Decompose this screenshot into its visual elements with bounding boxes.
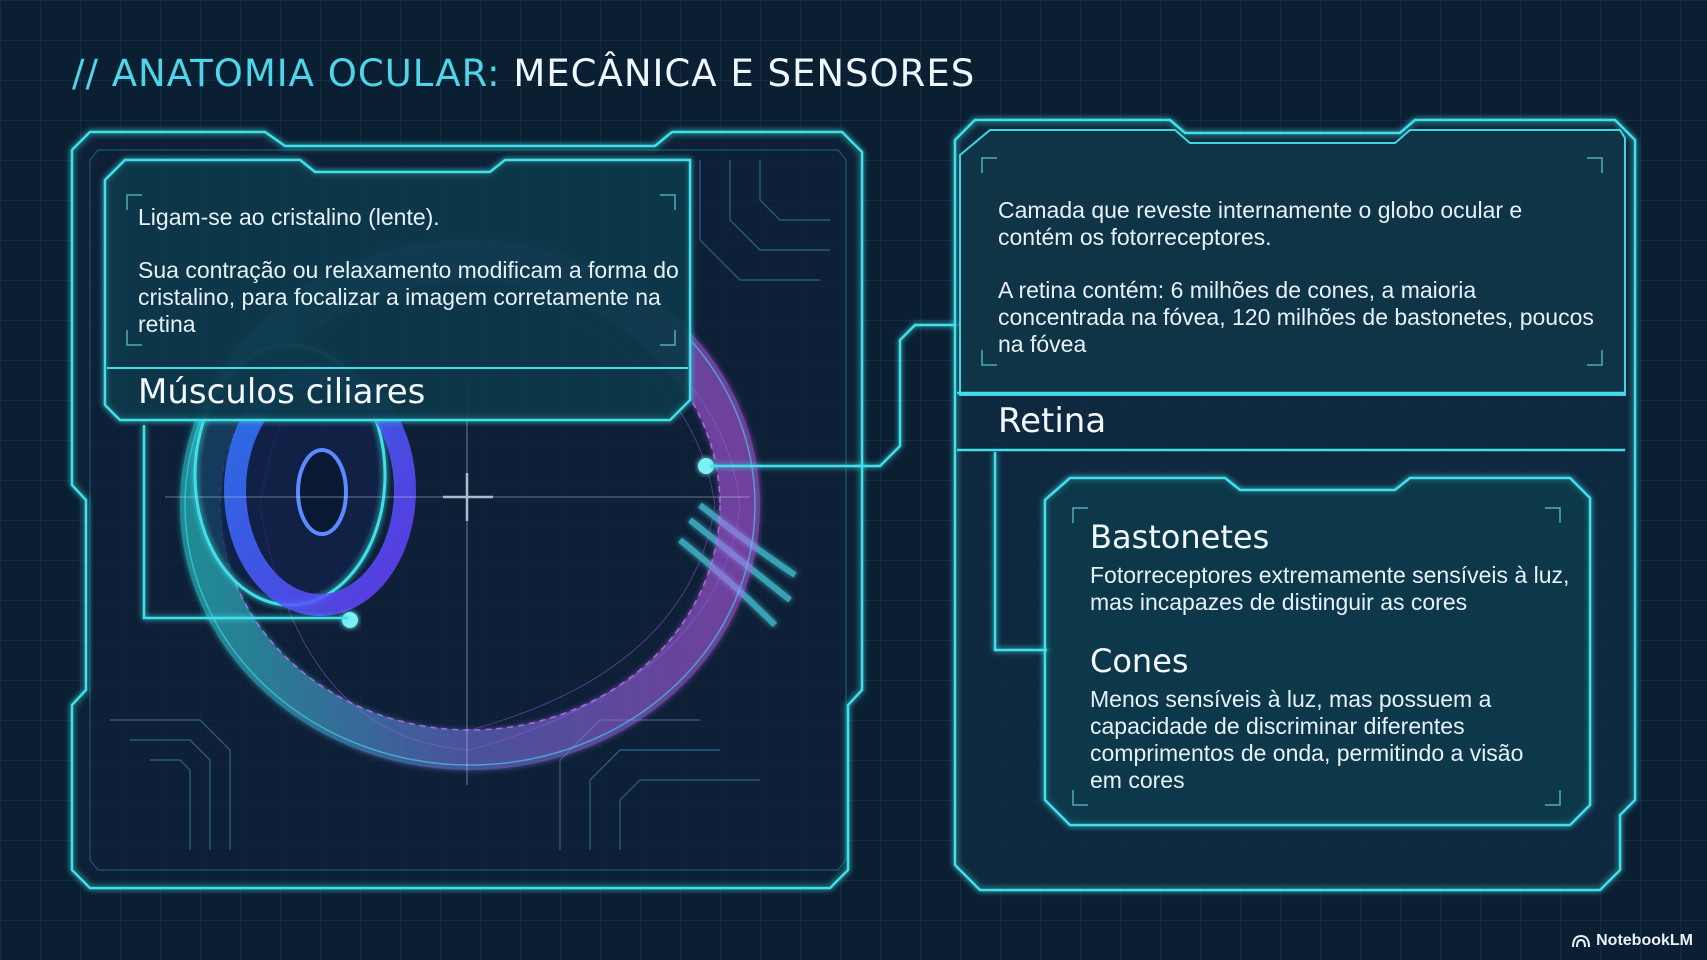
retina-leader-line xyxy=(710,323,960,468)
rods-text: Fotorreceptores extremamente sensíveis à… xyxy=(1090,562,1570,615)
ciliary-connector-dot xyxy=(342,612,358,628)
pupil xyxy=(296,448,348,536)
title-main: MECÂNICA E SENSORES xyxy=(513,52,976,95)
crosshair xyxy=(165,380,750,785)
corner-brackets xyxy=(126,157,1603,806)
photoreceptor-leader-line xyxy=(993,452,1047,652)
retina-connector-dot xyxy=(698,458,714,474)
ciliary-leader-line xyxy=(142,425,348,620)
photoreceptor-panel-frame xyxy=(1043,476,1592,827)
cones-text: Menos sensíveis à luz, mas possuem a cap… xyxy=(1090,686,1524,793)
page-title: // ANATOMIA OCULAR: MECÂNICA E SENSORES xyxy=(72,52,975,95)
brand-logo: NotebookLM xyxy=(1572,932,1693,950)
ciliary-text-1: Ligam-se ao cristalino (lente). xyxy=(138,204,440,230)
retina-text-1: Camada que reveste internamente o globo … xyxy=(998,197,1523,250)
cones-heading: Cones xyxy=(1090,642,1189,680)
eyeball-mesh-ring xyxy=(219,279,721,731)
left-inner-frame xyxy=(89,149,847,871)
ciliary-heading: Músculos ciliares xyxy=(138,372,426,412)
retina-text-panel xyxy=(959,129,1626,396)
ciliary-text-2: Sua contração ou relaxamento modificam a… xyxy=(138,257,679,337)
notebooklm-icon xyxy=(1572,934,1591,948)
retina-text-2: A retina contém: 6 milhões de cones, a m… xyxy=(998,277,1594,357)
brand-name: NotebookLM xyxy=(1596,932,1693,949)
retina-heading: Retina xyxy=(998,401,1107,441)
rods-heading: Bastonetes xyxy=(1090,518,1270,556)
title-prefix: // ANATOMIA OCULAR: xyxy=(72,52,501,95)
